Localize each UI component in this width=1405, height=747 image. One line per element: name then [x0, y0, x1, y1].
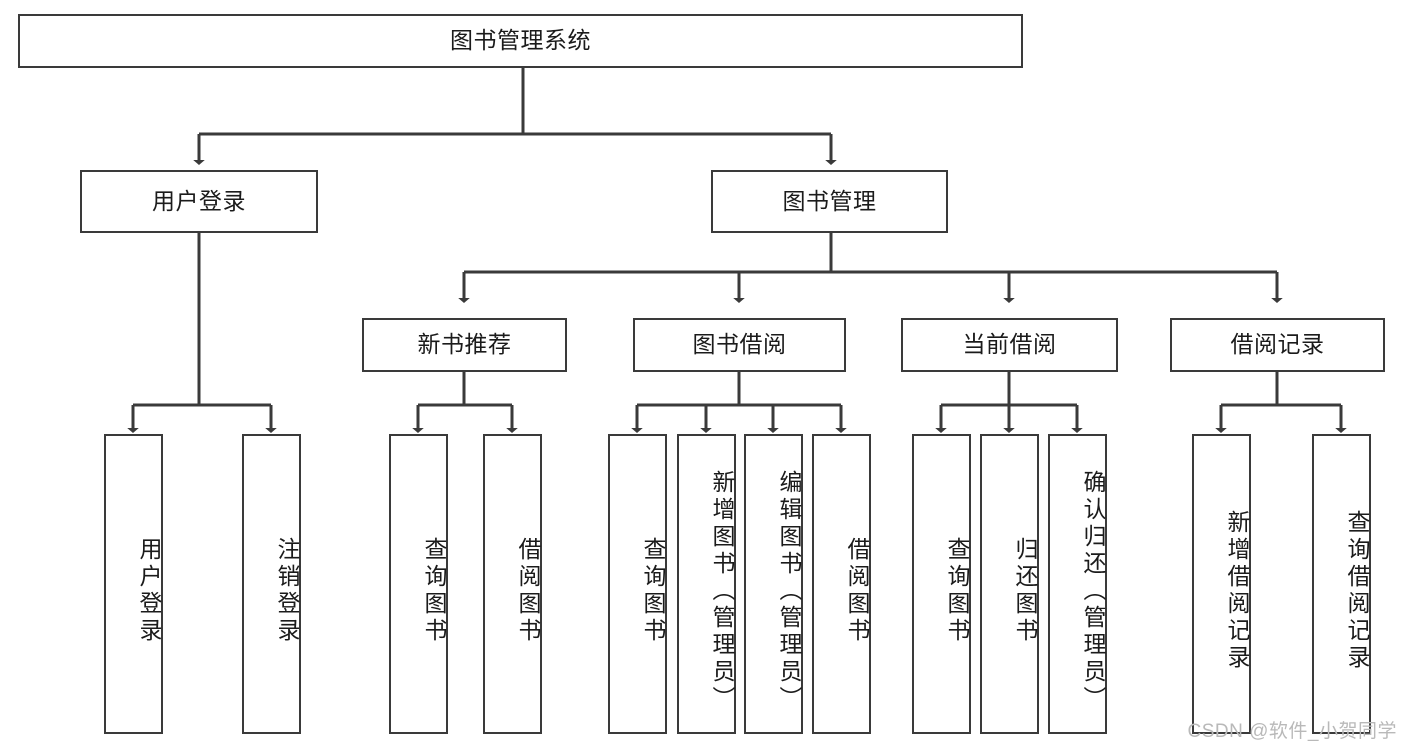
node-new-book-recommend-label: 新书推荐 — [417, 331, 512, 358]
watermark: CSDN @软件_小贺同学 — [1187, 721, 1397, 742]
leaf-confirm-return-label: 确认归还（管理员） — [1080, 469, 1106, 713]
leaf-borrow-book-1-label: 借阅图书 — [515, 537, 541, 645]
leaf-query-record[interactable]: 查询借阅记录 — [1312, 434, 1371, 734]
leaf-edit-book[interactable]: 编辑图书（管理员） — [744, 434, 803, 734]
leaf-query-record-label: 查询借阅记录 — [1344, 510, 1370, 672]
leaf-query-book-1[interactable]: 查询图书 — [389, 434, 448, 734]
leaf-edit-book-label: 编辑图书（管理员） — [776, 469, 802, 713]
node-book-manage[interactable]: 图书管理 — [711, 170, 948, 233]
leaf-add-book-label: 新增图书（管理员） — [709, 469, 735, 713]
leaf-borrow-book-1[interactable]: 借阅图书 — [483, 434, 542, 734]
leaf-add-record-label: 新增借阅记录 — [1224, 510, 1250, 672]
node-new-book-recommend[interactable]: 新书推荐 — [362, 318, 567, 372]
leaf-return-book[interactable]: 归还图书 — [980, 434, 1039, 734]
leaf-user-logout-label: 注销登录 — [274, 537, 300, 645]
leaf-add-record[interactable]: 新增借阅记录 — [1192, 434, 1251, 734]
node-user-login[interactable]: 用户登录 — [80, 170, 318, 233]
leaf-query-book-2-label: 查询图书 — [640, 537, 666, 645]
node-book-borrow[interactable]: 图书借阅 — [633, 318, 846, 372]
leaf-borrow-book-2-label: 借阅图书 — [844, 537, 870, 645]
node-root-label: 图书管理系统 — [450, 27, 591, 54]
leaf-borrow-book-2[interactable]: 借阅图书 — [812, 434, 871, 734]
leaf-query-book-2[interactable]: 查询图书 — [608, 434, 667, 734]
leaf-user-logout[interactable]: 注销登录 — [242, 434, 301, 734]
node-root[interactable]: 图书管理系统 — [18, 14, 1023, 68]
node-borrow-record-label: 借阅记录 — [1230, 331, 1325, 358]
leaf-user-login[interactable]: 用户登录 — [104, 434, 163, 734]
leaf-return-book-label: 归还图书 — [1012, 537, 1038, 645]
node-book-borrow-label: 图书借阅 — [692, 331, 787, 358]
node-current-borrow-label: 当前借阅 — [962, 331, 1057, 358]
leaf-query-book-3-label: 查询图书 — [944, 537, 970, 645]
leaf-query-book-3[interactable]: 查询图书 — [912, 434, 971, 734]
node-borrow-record[interactable]: 借阅记录 — [1170, 318, 1385, 372]
node-book-manage-label: 图书管理 — [782, 187, 877, 214]
leaf-confirm-return[interactable]: 确认归还（管理员） — [1048, 434, 1107, 734]
leaf-add-book[interactable]: 新增图书（管理员） — [677, 434, 736, 734]
leaf-user-login-label: 用户登录 — [136, 537, 162, 645]
node-current-borrow[interactable]: 当前借阅 — [901, 318, 1118, 372]
node-user-login-label: 用户登录 — [152, 187, 246, 214]
leaf-query-book-1-label: 查询图书 — [421, 537, 447, 645]
